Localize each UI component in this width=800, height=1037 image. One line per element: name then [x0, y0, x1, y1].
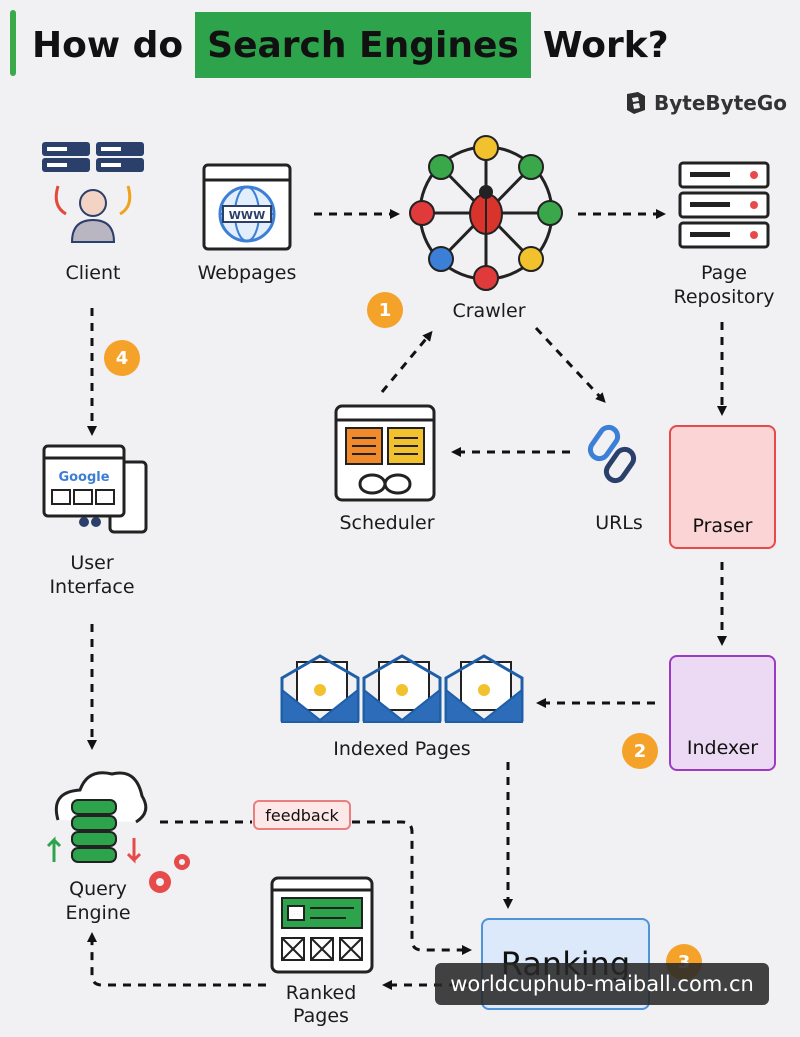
- step-badge-2: 2: [622, 733, 658, 769]
- page-repository-label-line1: Page: [701, 262, 747, 284]
- page-title: How do Search Engines Work?: [32, 12, 669, 78]
- crawler-label: Crawler: [452, 300, 526, 322]
- arrow-crawler-to-urls: [534, 326, 606, 403]
- feedback-label: feedback: [253, 800, 351, 830]
- user-interface-label-line2: Interface: [49, 576, 135, 598]
- arrow-feedback-to-ranking: [160, 820, 468, 950]
- watermark: worldcuphub-maiball.com.cn: [435, 963, 769, 1005]
- user-interface-label-line1: User: [70, 552, 114, 574]
- praser-label: Praser: [692, 515, 753, 537]
- urls-label: URLs: [595, 512, 643, 534]
- indexed-pages-label: Indexed Pages: [333, 738, 471, 760]
- scheduler-label: Scheduler: [339, 512, 435, 534]
- webpages-label: Webpages: [197, 262, 297, 284]
- arrow-ranked-pages-to-query-engine: [87, 932, 266, 987]
- title-accent-bar: [10, 10, 16, 76]
- bytebytego-logo-icon: [627, 92, 645, 114]
- ranked-pages-label-line1: Ranked: [285, 982, 357, 1004]
- title-highlight: Search Engines: [195, 12, 531, 78]
- query-engine-label-line1: Query: [69, 878, 127, 900]
- title-prefix: How do: [32, 24, 184, 66]
- brand-name: ByteByteGo: [654, 91, 787, 115]
- client-label: Client: [65, 262, 121, 284]
- page-repository-label-line2: Repository: [673, 286, 775, 308]
- ranked-pages-label-line2: Pages: [293, 1005, 349, 1027]
- query-engine-label-line2: Engine: [65, 902, 131, 924]
- title-suffix: Work?: [542, 24, 669, 66]
- step-badge-1: 1: [367, 292, 403, 328]
- arrow-scheduler-to-crawler: [380, 330, 433, 393]
- praser-node: Praser: [669, 425, 776, 549]
- step-badge-4: 4: [104, 340, 140, 376]
- indexer-node: Indexer: [669, 655, 776, 771]
- indexer-label: Indexer: [686, 737, 759, 759]
- brand-logo: ByteByteGo: [624, 90, 787, 116]
